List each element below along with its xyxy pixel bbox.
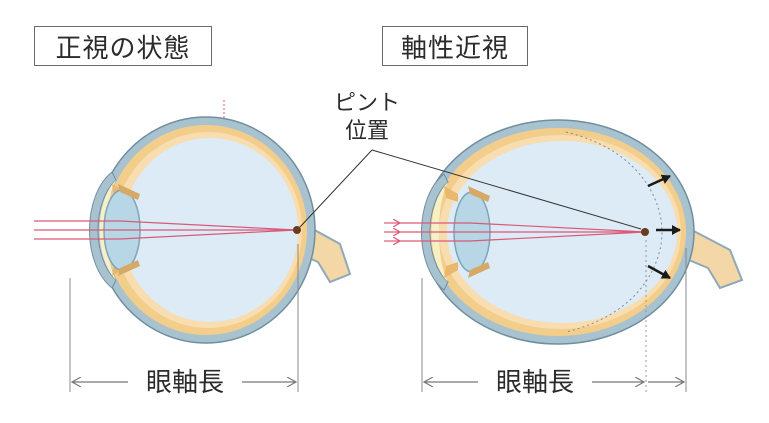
focus-point-label-line1: ピント: [334, 91, 400, 116]
eye-normal: [34, 100, 352, 344]
axial-length-label-left: 眼軸長: [146, 368, 224, 398]
focus-dot-left: [293, 226, 301, 234]
elongation-arrow-upper: [647, 174, 671, 188]
cornea-left: [89, 171, 117, 289]
axial-length-label-right: 眼軸長: [496, 368, 574, 398]
elongation-arrow-lower: [647, 264, 671, 280]
focus-leader-lines: [299, 149, 642, 230]
focus-dot-right: [641, 228, 649, 236]
light-rays-right: [384, 223, 646, 241]
focus-point-label-line2: 位置: [345, 119, 389, 144]
ciliary-left: [118, 184, 140, 276]
eye-myopia: [384, 119, 744, 345]
axial-length-dimension-left: [69, 244, 299, 392]
title-axial-myopia: 軸性近視: [382, 26, 528, 66]
iris-right: [444, 186, 458, 278]
anterior-chamber-right: [431, 182, 448, 282]
anterior-chamber-left: [99, 180, 116, 280]
light-rays-left: [34, 220, 298, 240]
cornea-right: [421, 173, 449, 291]
title-emmetropia: 正視の状態: [34, 26, 212, 66]
axial-length-dimension-right: [421, 240, 687, 392]
ciliary-right: [468, 186, 490, 278]
